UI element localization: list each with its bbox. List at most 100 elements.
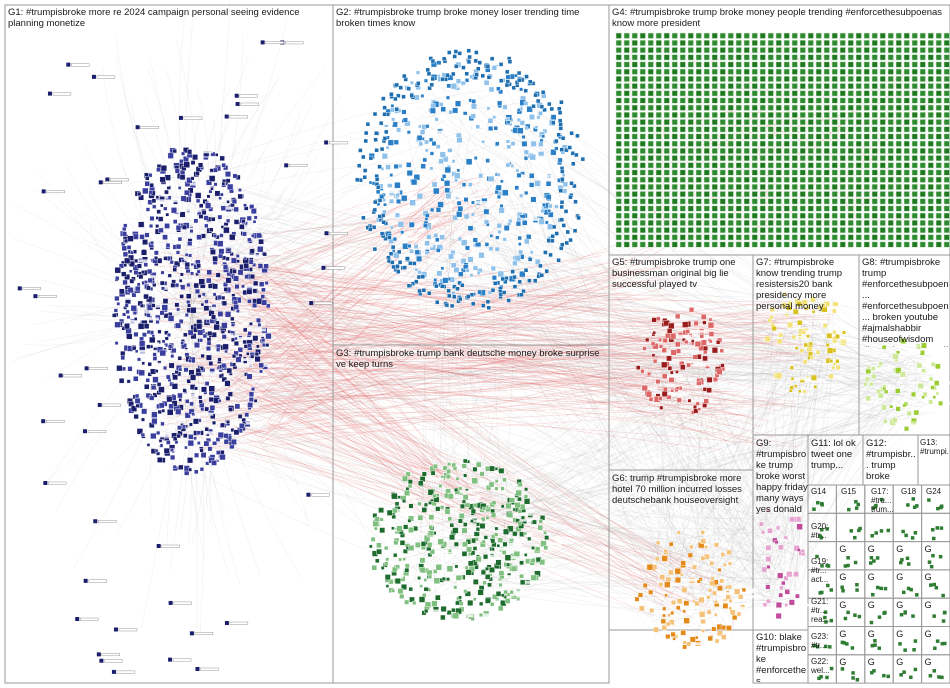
node-g4 [927, 191, 934, 198]
node-g4 [895, 104, 902, 111]
node-g2 [490, 287, 496, 293]
node-g4 [615, 212, 622, 219]
node-g4 [807, 47, 814, 54]
edge [150, 213, 432, 235]
node-g3 [520, 515, 525, 520]
node-g4 [895, 198, 902, 205]
node-g5 [670, 388, 674, 393]
edge [180, 337, 769, 404]
node-g2 [457, 205, 464, 212]
edge [167, 365, 918, 386]
node-g1 [190, 333, 197, 340]
edge [234, 279, 659, 581]
node-g4 [927, 133, 934, 140]
node-g4 [647, 126, 654, 133]
node-g2 [394, 212, 400, 218]
edge [442, 476, 792, 603]
edge [215, 365, 799, 405]
node-g3 [417, 576, 421, 580]
node-g6 [668, 541, 674, 547]
node-g4 [895, 126, 902, 133]
node-g4 [695, 119, 702, 126]
node-g2 [538, 263, 543, 269]
node-g4 [791, 104, 798, 111]
node-g4 [871, 90, 878, 97]
node-g4 [711, 219, 718, 226]
edge [893, 363, 919, 372]
node-g6 [722, 603, 729, 609]
node-g4 [943, 205, 950, 212]
node-g2 [440, 266, 445, 271]
node-g4 [639, 97, 646, 104]
node-g7 [801, 330, 806, 335]
node-tag [244, 284, 265, 288]
node-g2 [454, 172, 461, 179]
node-tag [473, 258, 494, 262]
edge [802, 333, 927, 363]
edge [458, 479, 770, 591]
node-g4 [663, 119, 670, 126]
edge [156, 295, 678, 312]
node-g1 [264, 281, 269, 285]
edge [666, 376, 882, 381]
node-g7 [808, 341, 813, 346]
node-g6 [727, 584, 733, 590]
node-g2 [567, 145, 572, 150]
node-g1 [226, 200, 230, 204]
node-g3 [482, 580, 487, 585]
node-g3 [498, 605, 504, 612]
node-g4 [687, 212, 694, 219]
node-g3 [433, 577, 441, 584]
node-g4 [815, 176, 822, 183]
node-g3 [475, 527, 481, 532]
node-g2 [485, 299, 491, 305]
node-g2 [371, 225, 377, 230]
node-g3 [437, 538, 444, 545]
node-g1 [242, 339, 247, 345]
node-g4 [935, 169, 942, 176]
node-g4 [623, 147, 630, 154]
node-g1 [208, 385, 215, 392]
node-g4 [903, 140, 910, 147]
node-g4 [799, 39, 806, 47]
edge [64, 302, 193, 324]
node-g4 [911, 119, 918, 126]
node-g2 [379, 146, 385, 152]
node-tag [263, 363, 284, 367]
edge [509, 255, 769, 606]
node-g4 [639, 169, 646, 176]
node-tag [137, 259, 152, 263]
node-tag [456, 84, 479, 88]
node-g7 [825, 342, 830, 347]
edge [205, 273, 458, 494]
edge [181, 388, 675, 400]
edge [523, 493, 689, 558]
node-g4 [727, 75, 734, 82]
node-g4 [639, 227, 646, 234]
node-g1 [185, 293, 192, 299]
node-g2 [363, 130, 369, 136]
node-g1 [123, 238, 129, 243]
node-g4 [871, 205, 878, 212]
node-g1 [142, 239, 148, 245]
node-g9 [765, 556, 772, 562]
node-g2 [505, 69, 510, 75]
node-g4 [927, 119, 934, 126]
node-g1 [203, 305, 210, 312]
node-g2 [448, 109, 453, 115]
edge [458, 173, 772, 582]
node-g4 [823, 39, 830, 47]
edge [202, 311, 796, 408]
node-g4 [759, 54, 766, 61]
edge [148, 307, 398, 558]
node-g3 [544, 535, 550, 541]
edge [170, 338, 761, 370]
node-g2 [550, 114, 557, 121]
edge [173, 305, 685, 373]
node-g4 [631, 176, 638, 183]
node-tag [916, 419, 925, 423]
edge [183, 225, 436, 432]
node-g3 [490, 538, 496, 544]
node-g2 [409, 199, 416, 206]
node-g4 [919, 155, 926, 162]
